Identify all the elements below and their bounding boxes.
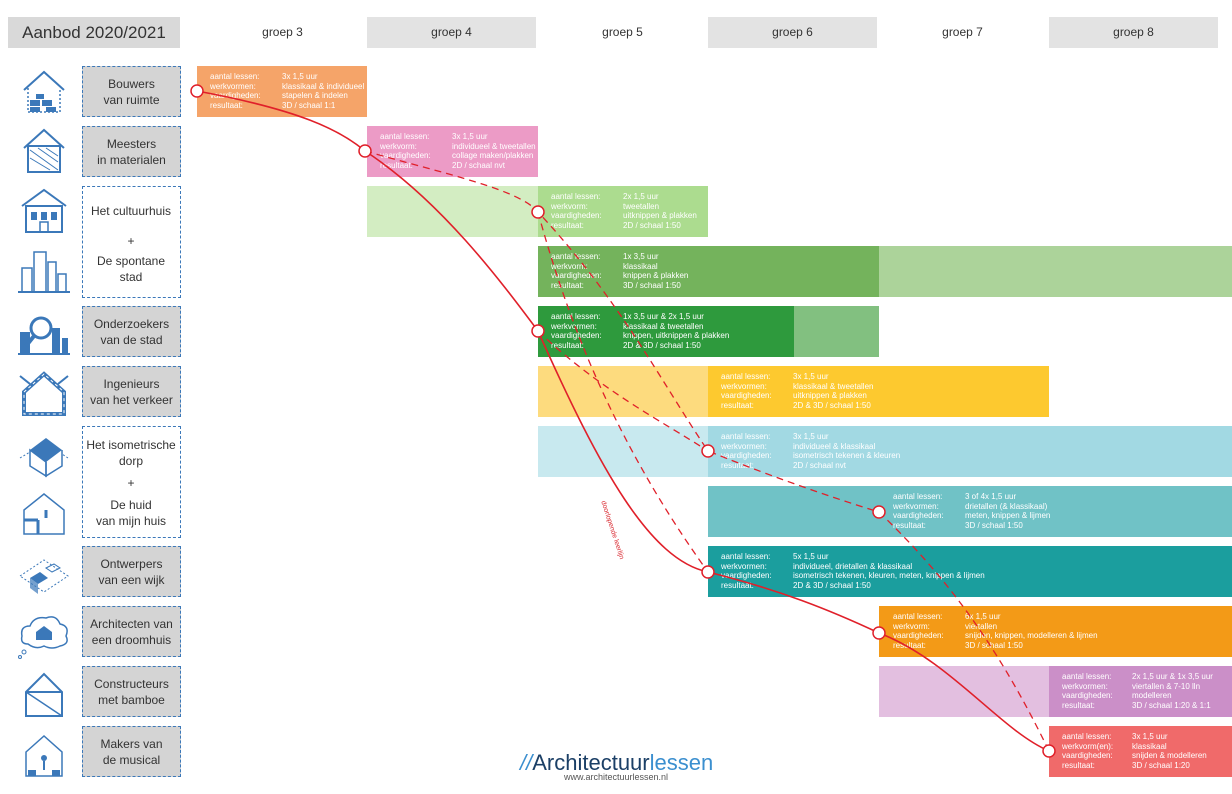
info-onderzoekers: aantal lessen:1x 3,5 uur & 2x 1,5 uur we… [551, 312, 730, 350]
row-label-huid: De huid van mijn huis [95, 498, 167, 528]
logo-url[interactable]: www.architectuurlessen.nl [564, 772, 669, 782]
culture-house-icon [21, 188, 67, 233]
info-architecten: aantal lessen:6x 1,5 uur werkvorm:vierta… [893, 612, 1098, 650]
material-house-icon [23, 128, 65, 173]
logo-part1: Architectuur [532, 750, 650, 775]
info-isometrisch: aantal lessen:3x 1,5 uur werkvormen:indi… [721, 432, 901, 470]
info-makers: aantal lessen:3x 1,5 uur werkvorm(en):kl… [1062, 732, 1207, 770]
learning-line-label: doorlopende leerlijn [599, 500, 625, 561]
bar-ingenieurs-light [538, 366, 708, 417]
floorplan-house-icon [23, 493, 65, 535]
city-skyline-icon [18, 251, 70, 293]
logo-part2: lessen [649, 750, 714, 775]
row-label-makers: Makers van de musical [82, 726, 181, 777]
bar-makers [1049, 726, 1232, 777]
info-cultuurhuis: aantal lessen:2x 1,5 uur werkvorm:tweeta… [551, 192, 697, 230]
row-label-architecten: Architecten van een droomhuis [82, 606, 181, 657]
group-header-4: groep 4 [367, 17, 536, 48]
group-header-6: groep 6 [708, 17, 877, 48]
blocks-house-icon [23, 70, 65, 113]
row-label-meesters: Meesters in materialen [82, 126, 181, 177]
info-ingenieurs: aantal lessen:3x 1,5 uur werkvormen:klas… [721, 372, 874, 410]
plus-sign: + [127, 234, 135, 248]
info-bouwers: aantal lessen:3x 1,5 uur werkvormen:klas… [210, 72, 365, 110]
bar-spontane-stad-light [879, 246, 1232, 297]
row-label-onderzoekers: Onderzoekers van de stad [82, 306, 181, 357]
row-label-ingenieurs: Ingenieurs van het verkeer [82, 366, 181, 417]
page-title: Aanbod 2020/2021 [8, 17, 180, 48]
info-spontane-stad: aantal lessen:1x 3,5 uur werkvorm:klassi… [551, 252, 689, 290]
stage-house-icon [25, 734, 63, 777]
info-huid: aantal lessen:3 of 4x 1,5 uur werkvormen… [893, 492, 1051, 530]
row-label-constructeurs: Constructeurs met bamboe [82, 666, 181, 717]
group-header-8: groep 8 [1049, 17, 1218, 48]
neighborhood-icon [19, 559, 69, 594]
bar-onderzoekers-light [794, 306, 879, 357]
bar-constructeurs-light [879, 666, 1049, 717]
row-label-cultuurhuis-group: Het cultuurhuis + De spontane stad [82, 186, 181, 298]
plus-sign: + [127, 476, 135, 490]
magnifier-city-icon [18, 316, 70, 355]
info-meesters: aantal lessen:3x 1,5 uur werkvorm:indivi… [380, 132, 536, 170]
isometric-house-icon [19, 438, 69, 478]
logo-slashes: // [520, 750, 533, 775]
row-label-spontane-stad: De spontane stad [96, 254, 166, 284]
bamboo-frame-icon [25, 672, 63, 717]
bar-isometrisch-light [538, 426, 708, 477]
logo: //Architectuurlessen [520, 750, 713, 776]
info-constructeurs: aantal lessen:2x 1,5 uur & 1x 3,5 uur we… [1062, 672, 1213, 710]
group-header-3: groep 3 [262, 25, 303, 39]
row-label-bouwers: Bouwers van ruimte [82, 66, 181, 117]
info-ontwerpers: aantal lessen:5x 1,5 uur werkvormen:indi… [721, 552, 985, 590]
row-label-isometrisch: Het isometrische dorp [86, 438, 176, 468]
bar-constructeurs [1049, 666, 1232, 717]
bar-cultuurhuis-light [367, 186, 538, 237]
row-label-cultuurhuis: Het cultuurhuis [90, 204, 172, 218]
row-label-ontwerpers: Ontwerpers van een wijk [82, 546, 181, 597]
group-header-5: groep 5 [602, 25, 643, 39]
dream-cloud-icon [18, 616, 68, 659]
road-house-icon [19, 371, 69, 416]
row-label-isometrisch-group: Het isometrische dorp + De huid van mijn… [82, 426, 181, 538]
group-header-7: groep 7 [942, 25, 983, 39]
